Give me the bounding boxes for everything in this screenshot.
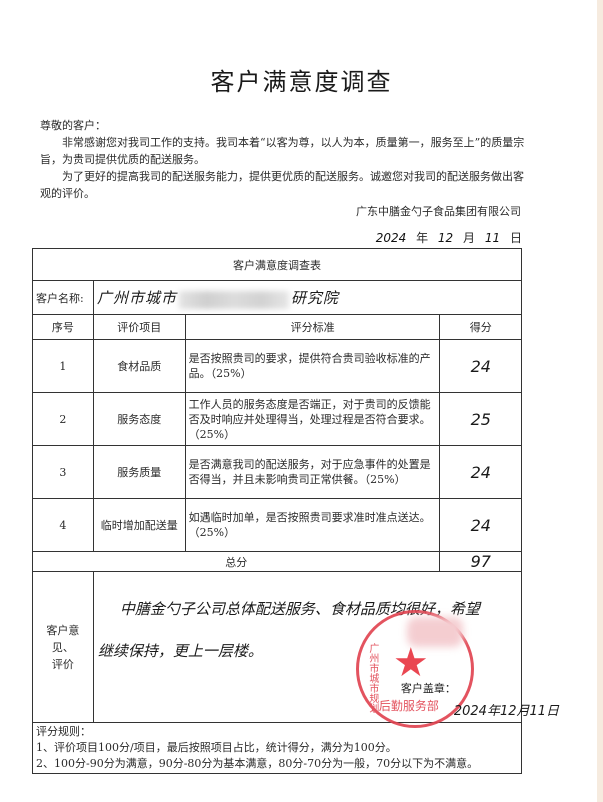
table-row: 4 临时增加配送量 如遇临时加单，是否按照贵司要求准时准点送达。（25%） 24 <box>32 498 522 552</box>
stamp-ring-text: 广州市城市规划 <box>366 643 378 713</box>
company-name: 广东中膳金勺子食品集团有限公司 <box>356 205 521 218</box>
comment-text: 中膳金勺子公司总体配送服务、食材品质均很好，希望 继续保持，更上一层楼。 <box>98 588 513 672</box>
page-edge <box>597 0 603 802</box>
stamp-redacted-blur <box>406 617 463 647</box>
total-score-value: 97 <box>470 552 491 571</box>
header-row: 序号 评价项目 评分标准 得分 <box>32 314 522 340</box>
comment-label-line-1: 客户意见、 <box>46 623 80 654</box>
date-month: 12 <box>437 231 454 245</box>
header-criteria: 评分标准 <box>184 314 441 340</box>
date-year: 2024 <box>375 231 407 245</box>
score-value: 25 <box>470 409 491 429</box>
survey-table: 客户满意度调查表 客户名称: 广州市城市研究院 序号 评价项目 评分标准 得分 … <box>31 248 559 774</box>
row-item: 食材品质 <box>92 339 186 393</box>
comment-line-2: 继续保持，更上一层楼。 <box>97 642 263 660</box>
rules-cell: 评分规则： 1、评价项目100分/项目，最后按照项目占比，统计得分，满分为100… <box>32 722 522 774</box>
intro-text: 尊敬的客户： 非常感谢您对我司工作的支持。我司本着“以客为尊，以人为本，质量第一… <box>40 117 530 202</box>
comment-line-1: 中膳金勺子公司总体配送服务、食材品质均很好，希望 <box>119 600 480 618</box>
row-no: 4 <box>32 498 94 552</box>
total-score: 97 <box>439 551 522 572</box>
score-value: 24 <box>470 462 491 482</box>
score-value: 24 <box>470 515 491 535</box>
sign-date: 2024年12月11日 <box>453 704 560 719</box>
rule-2: 2、100分-90分为满意，90分-80分为基本满意，80分-70分为一般，70… <box>36 757 479 770</box>
row-criteria: 是否满意我司的配送服务，对于应急事件的处置是否得当，并且未影响贵司正常供餐。（2… <box>184 445 441 499</box>
customer-name-suffix: 研究院 <box>290 288 339 307</box>
row-item: 服务质量 <box>92 445 186 499</box>
table-row: 3 服务质量 是否满意我司的配送服务，对于应急事件的处置是否得当，并且未影响贵司… <box>32 445 522 499</box>
date-month-label: 月 <box>463 231 476 245</box>
row-item: 临时增加配送量 <box>92 498 186 552</box>
comment-row: 客户意见、 评价 中膳金勺子公司总体配送服务、食材品质均很好，希望 继续保持，更… <box>32 571 559 728</box>
customer-name-field: 广州市城市 研究院 <box>92 280 523 315</box>
star-icon: ★ <box>392 640 429 686</box>
table-row: 1 食材品质 是否按照贵司的要求，提供符合贵司验收标准的产品。（25%） 24 <box>32 339 522 393</box>
row-score: 25 <box>439 392 522 446</box>
date-day: 11 <box>484 231 501 245</box>
row-score: 24 <box>439 445 522 499</box>
document-date: 2024 年 12 月 11 日 <box>360 229 522 246</box>
date-day-label: 日 <box>509 231 522 245</box>
row-item: 服务态度 <box>92 392 186 446</box>
total-label: 总分 <box>31 551 441 572</box>
table-title: 客户满意度调查表 <box>32 248 522 281</box>
row-no: 2 <box>32 392 94 446</box>
row-criteria: 是否按照贵司的要求，提供符合贵司验收标准的产品。（25%） <box>184 339 441 393</box>
document-title: 客户满意度调查 <box>210 68 393 96</box>
customer-row: 客户名称: 广州市城市 研究院 <box>32 280 523 315</box>
comment-field: 中膳金勺子公司总体配送服务、食材品质均很好，希望 继续保持，更上一层楼。 广州市… <box>92 571 559 728</box>
stamp-department: 后勤服务部 <box>378 699 439 713</box>
rules-title: 评分规则： <box>36 725 91 738</box>
score-value: 24 <box>470 356 491 376</box>
row-no: 1 <box>32 339 94 393</box>
total-row: 总分 97 <box>31 551 522 572</box>
row-no: 3 <box>32 445 94 499</box>
rule-1: 1、评价项目100分/项目，最后按照项目占比，统计得分，满分为100分。 <box>36 741 397 754</box>
greeting: 尊敬的客户： <box>40 119 106 132</box>
comment-label: 客户意见、 评价 <box>32 571 94 723</box>
row-criteria: 工作人员的服务态度是否端正，对于贵司的反馈能否及时响应并处理得当，处理过程是否符… <box>184 392 441 446</box>
comment-label-line-2: 评价 <box>51 657 74 671</box>
redacted-blur <box>178 290 289 309</box>
header-score: 得分 <box>439 314 522 340</box>
table-title-row: 客户满意度调查表 <box>32 248 522 281</box>
date-year-label: 年 <box>416 231 429 245</box>
rules-row: 评分规则： 1、评价项目100分/项目，最后按照项目占比，统计得分，满分为100… <box>32 722 522 774</box>
row-criteria: 如遇临时加单，是否按照贵司要求准时准点送达。（25%） <box>184 498 441 552</box>
row-score: 24 <box>439 339 522 393</box>
customer-name-prefix: 广州市城市 <box>96 288 177 307</box>
row-score: 24 <box>439 498 522 552</box>
table-row: 2 服务态度 工作人员的服务态度是否端正，对于贵司的反馈能否及时响应并处理得当，… <box>32 392 522 446</box>
intro-paragraph-1: 非常感谢您对我司工作的支持。我司本着“以客为尊，以人为本，质量第一，服务至上”的… <box>40 136 525 166</box>
header-no: 序号 <box>32 314 94 340</box>
company-stamp: 广州市城市规划 ★ 后勤服务部 <box>355 610 474 728</box>
stamp-label: 客户盖章： <box>400 682 456 695</box>
intro-paragraph-2: 为了更好的提高我司的配送服务能力，提供更优质的配送服务。诚邀您对我司的配送服务做… <box>40 170 524 200</box>
header-item: 评价项目 <box>92 314 186 340</box>
customer-label: 客户名称: <box>32 280 94 315</box>
